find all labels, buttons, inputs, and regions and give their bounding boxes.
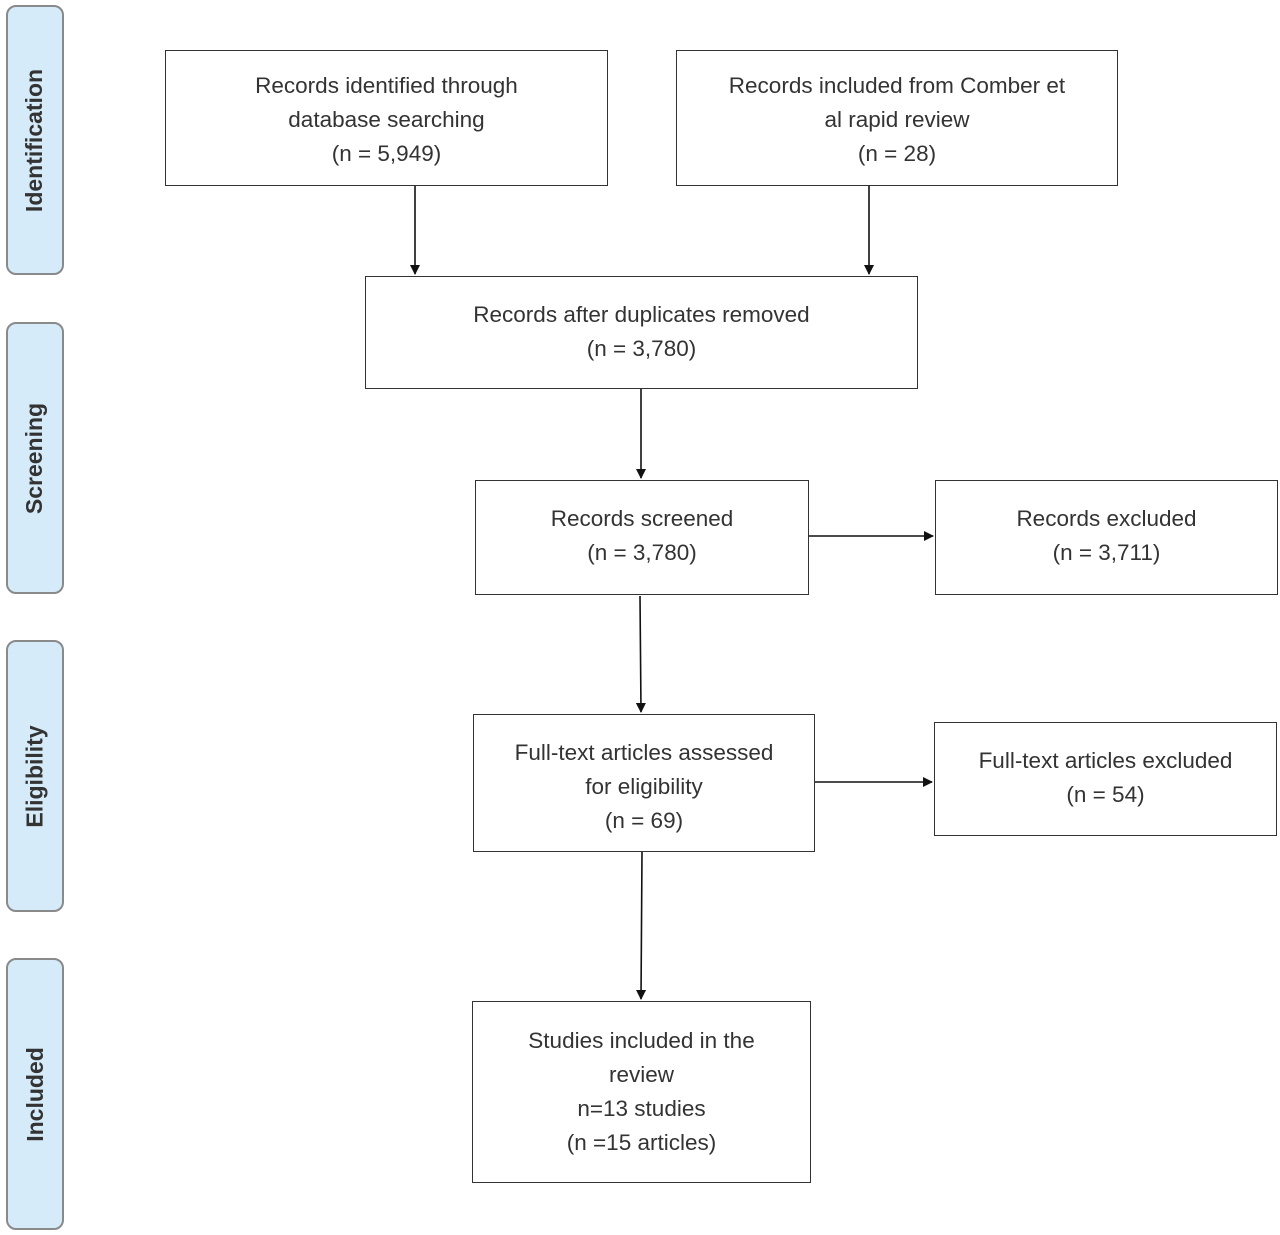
box-fulltext-excluded: Full-text articles excluded (n = 54) — [934, 722, 1277, 836]
phase-screening: Screening — [6, 322, 64, 594]
phase-screening-label: Screening — [21, 402, 48, 514]
box-comber-line-3: (n = 28) — [857, 141, 937, 166]
box-screened-line-2: (n = 3,780) — [587, 540, 697, 565]
box-fulltext-line-1: Full-text articles assessed — [514, 740, 774, 765]
box-duplicates-line-1: Records after duplicates removed — [473, 302, 810, 327]
box-fulltext-excluded-line-1: Full-text articles excluded — [978, 748, 1233, 773]
phase-identification-label: Identification — [21, 68, 48, 212]
box-comber-line-2: al rapid review — [824, 107, 970, 132]
box-comber-records: Records included from Comber et al rapid… — [676, 50, 1118, 186]
box-fulltext-line-3: (n = 69) — [604, 808, 684, 833]
box-excluded-line-2: (n = 3,711) — [1052, 540, 1161, 565]
box-records-excluded: Records excluded (n = 3,711) — [935, 480, 1278, 595]
box-database-line-2: database searching — [288, 107, 485, 132]
box-duplicates-line-2: (n = 3,780) — [586, 336, 697, 361]
box-studies-included: Studies included in the review n=13 stud… — [472, 1001, 811, 1183]
phase-included: Included — [6, 958, 64, 1230]
box-screened-line-1: Records screened — [550, 506, 734, 531]
box-included-line-1: Studies included in the — [528, 1028, 755, 1053]
box-duplicates-removed: Records after duplicates removed (n = 3,… — [365, 276, 918, 389]
phase-identification: Identification — [6, 5, 64, 275]
phase-eligibility-label: Eligibility — [21, 724, 48, 828]
arrow-fulltext-to-included — [636, 851, 647, 1000]
box-included-line-3: n=13 studies — [577, 1096, 706, 1121]
box-included-line-4: (n =15 articles) — [566, 1130, 717, 1155]
phase-eligibility: Eligibility — [6, 640, 64, 912]
box-fulltext-assessed: Full-text articles assessed for eligibil… — [473, 714, 815, 852]
box-fulltext-line-2: for eligibility — [585, 774, 703, 799]
phase-included-label: Included — [21, 1046, 48, 1142]
box-excluded-line-1: Records excluded — [1016, 506, 1197, 531]
box-database-line-1: Records identified through — [255, 73, 518, 98]
box-fulltext-excluded-line-2: (n = 54) — [1066, 782, 1145, 807]
box-database-line-3: (n = 5,949) — [331, 141, 442, 166]
box-database-records: Records identified through database sear… — [165, 50, 608, 186]
arrow-screened-to-fulltext — [635, 595, 646, 713]
box-included-line-2: review — [608, 1062, 675, 1087]
box-comber-line-1: Records included from Comber et — [728, 73, 1066, 98]
box-records-screened: Records screened (n = 3,780) — [475, 480, 809, 595]
